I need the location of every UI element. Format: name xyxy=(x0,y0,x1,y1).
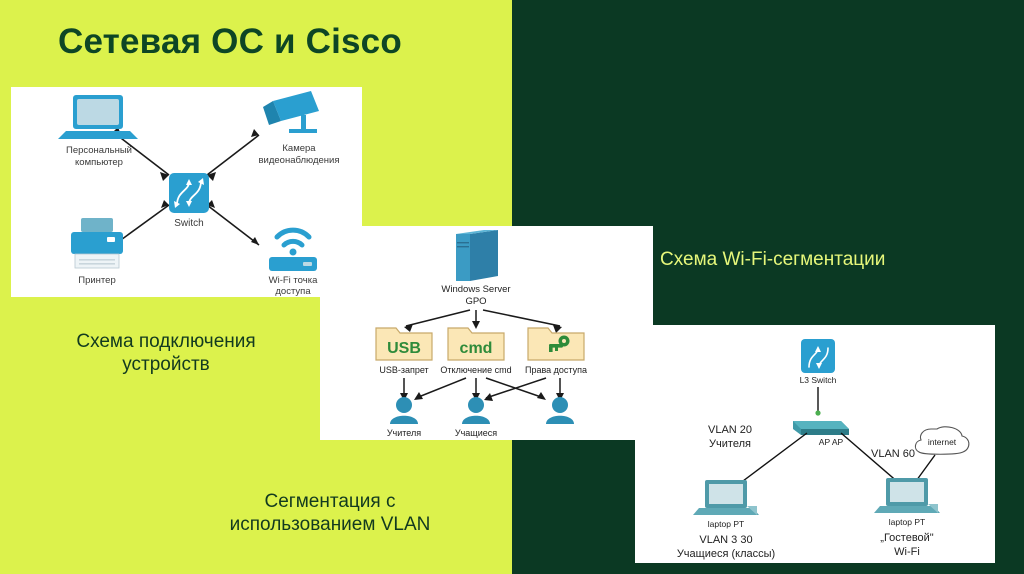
user-icon-teachers xyxy=(390,397,418,424)
internet-cloud-label: internet xyxy=(928,437,957,447)
node-label-printer: Принтер xyxy=(78,275,115,286)
vlan60-label: VLAN 60 xyxy=(871,448,915,460)
cctv-camera-icon xyxy=(263,91,319,133)
vlan20-label-line1: VLAN 20 xyxy=(708,424,752,436)
caption-vlan-segmentation: Сегментация с использованием VLAN xyxy=(229,491,431,536)
folder-cmd-text: cmd xyxy=(460,340,493,357)
server-label-line1: Windows Server xyxy=(441,284,510,295)
caption-wifi-segmentation: Схема Wi-Fi-сегментации xyxy=(660,249,886,270)
user-icon-students xyxy=(462,397,490,424)
link-status-dot-ap-up xyxy=(815,410,821,416)
key-icon xyxy=(549,335,570,352)
folder-usb-icon: USB xyxy=(375,327,433,361)
laptop-icon xyxy=(58,95,138,139)
gpo-arrows-bottom xyxy=(403,377,561,399)
l3-switch-label: L3 Switch xyxy=(800,375,837,385)
right-laptop-label: laptop PT xyxy=(889,517,925,527)
policy-label-usb: USB-запрет xyxy=(379,365,428,375)
slide-title: Сетевая ОС и Cisco xyxy=(58,22,402,61)
node-label-pc-line1: Персональный xyxy=(66,145,132,156)
gpo-arrowheads-top xyxy=(404,321,562,333)
connection-lines xyxy=(112,131,260,246)
gpo-arrowheads-bottom xyxy=(400,392,564,401)
left-laptop-sub-line1: VLAN 3 30 xyxy=(699,534,752,546)
access-point-label: AP AP xyxy=(819,437,844,447)
device-connection-diagram: Персональный компьютер Камера видеонаблю… xyxy=(58,91,340,297)
right-laptop-icon xyxy=(874,478,940,513)
user-icon-third xyxy=(546,397,574,424)
caption-device-scheme: Схема подключения устройств xyxy=(76,331,256,376)
diagram-panel-device-connections: Персональный компьютер Камера видеонаблю… xyxy=(11,87,362,297)
left-laptop-sub-line2: Учащиеся (классы) xyxy=(677,548,775,560)
access-point-icon xyxy=(793,421,849,435)
left-laptop-icon xyxy=(693,480,759,515)
diagram-panel-gpo-policies: Windows Server GPO USB USB-запрет xyxy=(320,226,653,440)
wifi-segmentation-diagram: L3 Switch AP AP internet VL xyxy=(677,339,970,560)
vlan20-label-line2: Учителя xyxy=(709,438,751,450)
l3-switch-icon xyxy=(801,339,835,373)
node-label-camera-line1: Камера xyxy=(282,143,316,154)
node-label-camera-line2: видеонаблюдения xyxy=(259,155,340,166)
diagram-panel-wifi-segmentation: L3 Switch AP AP internet VL xyxy=(635,325,995,563)
node-label-wifi-line1: Wi-Fi точка xyxy=(269,275,318,286)
right-laptop-sub-line1: „Гостевой" xyxy=(880,532,934,544)
right-laptop-sub-line2: Wi-Fi xyxy=(894,546,920,558)
node-label-switch: Switch xyxy=(174,218,203,229)
server-label-line2: GPO xyxy=(465,296,486,307)
user-label-students: Учащиеся xyxy=(455,428,497,438)
printer-icon xyxy=(71,218,123,269)
folder-usb-text: USB xyxy=(387,340,421,357)
node-label-pc-line2: компьютер xyxy=(75,157,123,168)
switch-icon xyxy=(169,173,209,213)
policy-label-permissions: Права доступа xyxy=(525,365,587,375)
folder-cmd-icon: cmd xyxy=(447,327,505,361)
gpo-policy-diagram: Windows Server GPO USB USB-запрет xyxy=(375,230,587,438)
wifi-access-point-icon xyxy=(269,227,317,271)
policy-label-cmd: Отключение cmd xyxy=(440,365,511,375)
internet-cloud-icon: internet xyxy=(914,426,970,455)
node-label-wifi-line2: доступа xyxy=(275,286,311,297)
folder-permissions-icon xyxy=(527,327,585,361)
gpo-arrows-top xyxy=(405,309,561,327)
user-label-teachers: Учителя xyxy=(387,428,421,438)
left-laptop-label: laptop PT xyxy=(708,519,744,529)
windows-server-icon xyxy=(456,230,498,281)
